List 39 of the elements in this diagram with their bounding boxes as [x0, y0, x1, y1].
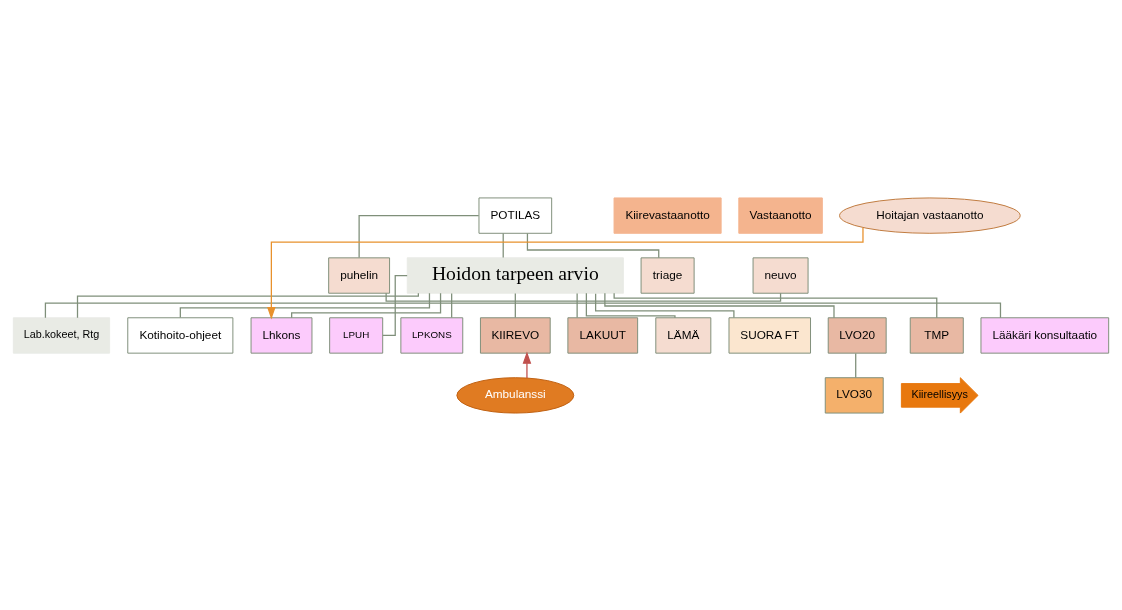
node-box: Kiirevastaanotto: [613, 196, 722, 234]
node-box: KIIREVO: [479, 316, 551, 354]
connector: [585, 292, 676, 318]
node-box: Hoidon tarpeen arvio: [406, 256, 624, 294]
node-box: Lääkäri konsultaatio: [980, 316, 1110, 354]
connector: [502, 232, 504, 258]
node-box: SUORA FT: [728, 316, 811, 354]
connector: [382, 274, 408, 336]
connector: [595, 292, 735, 318]
connector: [514, 292, 516, 318]
node-box: puhelin: [328, 256, 391, 294]
connector: [179, 292, 431, 318]
connector: [291, 292, 442, 318]
connector: [613, 292, 938, 318]
node-box: LÄMÄ: [655, 316, 712, 354]
node-box: LAKUUT: [567, 316, 639, 354]
node-box: TMP: [909, 316, 964, 354]
node-box: Lab.kokeet, Rtg: [12, 316, 111, 354]
connector: [855, 352, 857, 378]
connector: [76, 292, 419, 318]
node-box: triage: [640, 256, 695, 294]
node-box: POTILAS: [478, 196, 553, 234]
node-box: LPKONS: [400, 316, 464, 354]
connector: [358, 214, 480, 258]
connector: [526, 232, 660, 258]
connector: [604, 292, 835, 318]
node-box: LVO20: [827, 316, 887, 354]
node-ellipse: Hoitajan vastaanotto: [839, 196, 1021, 234]
node-box: Lhkons: [250, 316, 313, 354]
node-box: Kotihoito-ohjeet: [127, 316, 234, 354]
node-box: Vastaanotto: [738, 196, 823, 234]
connector: [451, 292, 453, 318]
connector: [385, 292, 782, 302]
arrow: [522, 350, 532, 379]
node-box: LPUH: [329, 316, 384, 354]
node-ellipse: Ambulanssi: [456, 376, 575, 414]
connector: [576, 292, 578, 318]
node-box: neuvo: [752, 256, 809, 294]
node-box: LVO30: [824, 376, 884, 414]
